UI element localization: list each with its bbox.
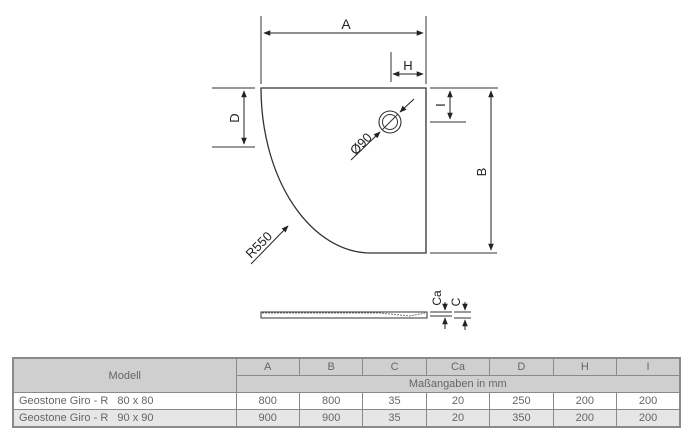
- value-h: 200: [552, 392, 618, 410]
- drain-inner-icon: [382, 114, 398, 130]
- shower-tray-technical-drawing: A H D I B Ø90 R550 Ca C: [212, 16, 498, 330]
- column-header-b: B: [298, 357, 364, 376]
- value-ca: 20: [425, 392, 491, 410]
- value-h: 200: [552, 409, 618, 428]
- value-d: 250: [489, 392, 554, 410]
- dimensions-table: Modell A B C Ca D H I Maßangaben in mm G…: [12, 357, 681, 428]
- label-ca: Ca: [430, 290, 444, 306]
- tray-side-view: [260, 311, 428, 319]
- label-c: C: [449, 297, 463, 306]
- value-ca: 20: [425, 409, 491, 428]
- value-b: 800: [298, 392, 364, 410]
- value-i: 200: [616, 392, 681, 410]
- label-d: D: [227, 113, 242, 122]
- model-name: Geostone Giro - R 90 x 90: [12, 409, 237, 428]
- model-name: Geostone Giro - R 80 x 80: [12, 392, 237, 410]
- value-i: 200: [616, 409, 681, 428]
- column-header-modell: Modell: [12, 357, 237, 393]
- table-row: Geostone Giro - R 90 x 90 900 900 35 20 …: [12, 409, 681, 428]
- value-a: 900: [235, 409, 300, 428]
- column-header-ca: Ca: [425, 357, 491, 376]
- label-h: H: [403, 58, 412, 73]
- value-c: 35: [362, 409, 427, 428]
- value-b: 900: [298, 409, 364, 428]
- label-drain-diameter: Ø90: [347, 130, 375, 158]
- value-c: 35: [362, 392, 427, 410]
- column-header-d: D: [489, 357, 554, 376]
- value-a: 800: [235, 392, 300, 410]
- column-header-h: H: [552, 357, 618, 376]
- label-i: I: [433, 103, 448, 107]
- column-header-c: C: [362, 357, 427, 376]
- column-header-a: A: [235, 357, 300, 376]
- label-b: B: [474, 168, 489, 177]
- tray-outline: [260, 87, 427, 254]
- value-d: 350: [489, 409, 554, 428]
- table-row: Geostone Giro - R 80 x 80 800 800 35 20 …: [12, 392, 681, 410]
- drain-outer-icon: [378, 110, 402, 134]
- label-a: A: [341, 16, 351, 32]
- unit-label: Maßangaben in mm: [235, 375, 681, 393]
- column-header-i: I: [616, 357, 681, 376]
